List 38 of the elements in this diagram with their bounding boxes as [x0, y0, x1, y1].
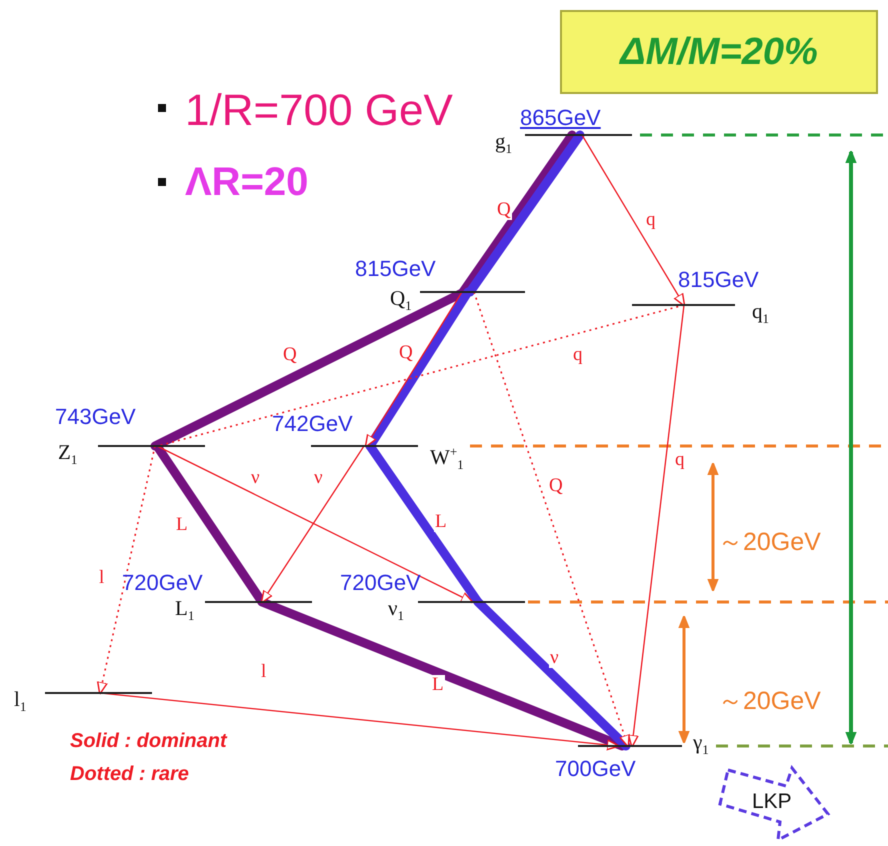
arrow-label: LKP: [752, 790, 792, 814]
decay-arrow: [96, 446, 156, 695]
particle-name: l$_{1}$: [14, 688, 26, 716]
edge-label: Q: [398, 343, 414, 363]
particle-name: L$_{1}$: [175, 597, 194, 626]
decay-arrow: [156, 445, 474, 604]
particle-name: Q$_{1}$: [390, 287, 412, 316]
particle-name: ν$_{1}$: [388, 597, 404, 626]
mass-value: 720GeV: [340, 571, 421, 595]
banner-text: ΔM/M=20%: [620, 30, 818, 74]
decay-arrow: [628, 304, 685, 748]
mass-value: 700GeV: [555, 757, 636, 781]
mass-value: 815GeV: [355, 257, 436, 281]
mass-value: 865GeV: [520, 106, 601, 130]
gap-value: ～20GeV: [718, 686, 821, 717]
particle-name: Z$_{1}$: [58, 441, 78, 470]
decay-arrow: [581, 134, 686, 307]
mass-value: 743GeV: [55, 405, 136, 429]
edge-label: L: [434, 512, 448, 532]
particle-name: γ$_{1}$: [693, 731, 709, 760]
mass-value: 742GeV: [272, 412, 353, 436]
legend-note: Solid : dominant: [70, 730, 227, 753]
legend-note: Dotted : rare: [70, 763, 189, 786]
parameter-text: ΛR=20: [185, 160, 308, 205]
particle-name: q$_{1}$: [752, 300, 769, 328]
decay-path: [258, 598, 626, 750]
gap-value: ～20GeV: [718, 527, 821, 558]
edge-label: Q: [548, 476, 564, 496]
decay-path: [474, 598, 630, 750]
decay-arrow: [260, 446, 365, 604]
highlight-banner: [560, 10, 878, 94]
edge-label: Q: [496, 200, 512, 220]
parameter-text: 1/R=700 GeV: [185, 86, 453, 136]
edge-label: Q: [282, 345, 298, 365]
mass-value: 815GeV: [678, 268, 759, 292]
particle-name: g$_{1}$: [495, 130, 512, 158]
mass-value: 720GeV: [122, 571, 203, 595]
decay-arrow: [473, 292, 630, 748]
